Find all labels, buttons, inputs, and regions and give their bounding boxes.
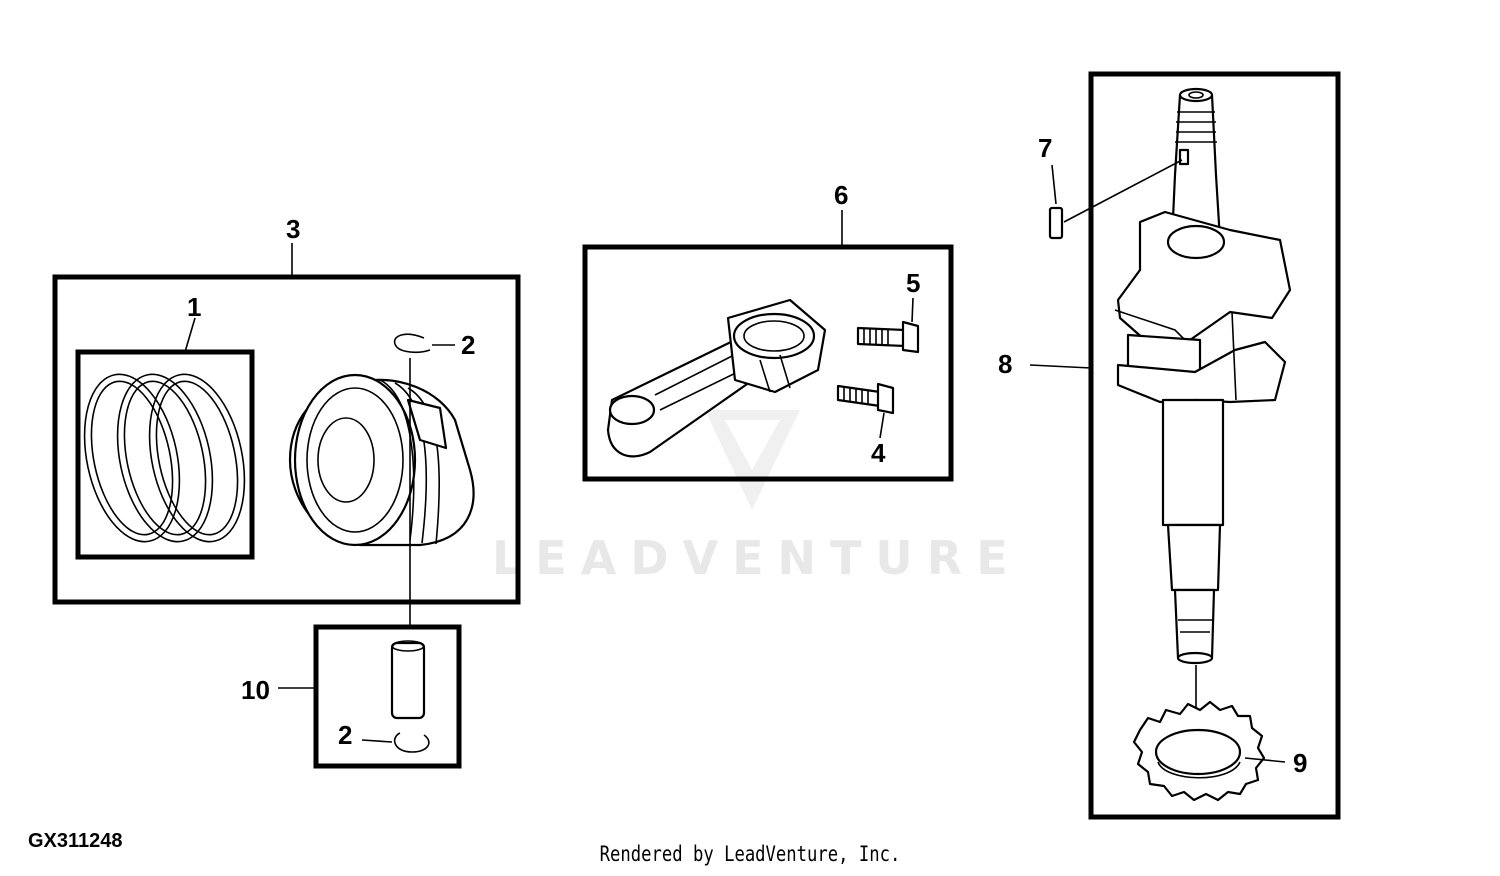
bolt-upper-part (856, 320, 920, 354)
watermark-text: LEADVENTURE (492, 531, 1022, 585)
callout-6[interactable]: 6 (834, 180, 848, 210)
rings-box (75, 349, 255, 560)
callout-9[interactable]: 9 (1293, 748, 1307, 778)
callout-1[interactable]: 1 (187, 292, 201, 322)
callout-2-top[interactable]: 2 (461, 330, 475, 360)
callout-2-bottom[interactable]: 2 (338, 720, 352, 750)
bolt-lower-part (836, 382, 895, 415)
retainer-clip-bottom-part (393, 732, 430, 753)
piston-assembly-box (52, 274, 521, 605)
render-credit: Rendered by LeadVenture, Inc. (599, 842, 901, 866)
callout-3[interactable]: 3 (286, 214, 300, 244)
connecting-rod-part (606, 298, 827, 458)
callout-8[interactable]: 8 (998, 349, 1012, 379)
watermark: LEADVENTURE (492, 410, 1022, 585)
figure-id: GX311248 (28, 830, 123, 852)
gear-part (1132, 700, 1266, 802)
crankshaft-part (1114, 87, 1292, 665)
pin-box (313, 624, 462, 769)
callout-5[interactable]: 5 (906, 268, 920, 298)
callout-4[interactable]: 4 (871, 438, 886, 468)
piston-pin-part (390, 640, 426, 720)
connecting-rod-box (582, 244, 954, 482)
callout-10[interactable]: 10 (241, 675, 270, 705)
key-part (1048, 206, 1064, 240)
crankshaft-box (1088, 71, 1341, 820)
retainer-clip-top-part (393, 333, 431, 354)
piston-rings-part (83, 373, 246, 543)
callout-7[interactable]: 7 (1038, 133, 1052, 163)
piston-part (288, 373, 475, 547)
